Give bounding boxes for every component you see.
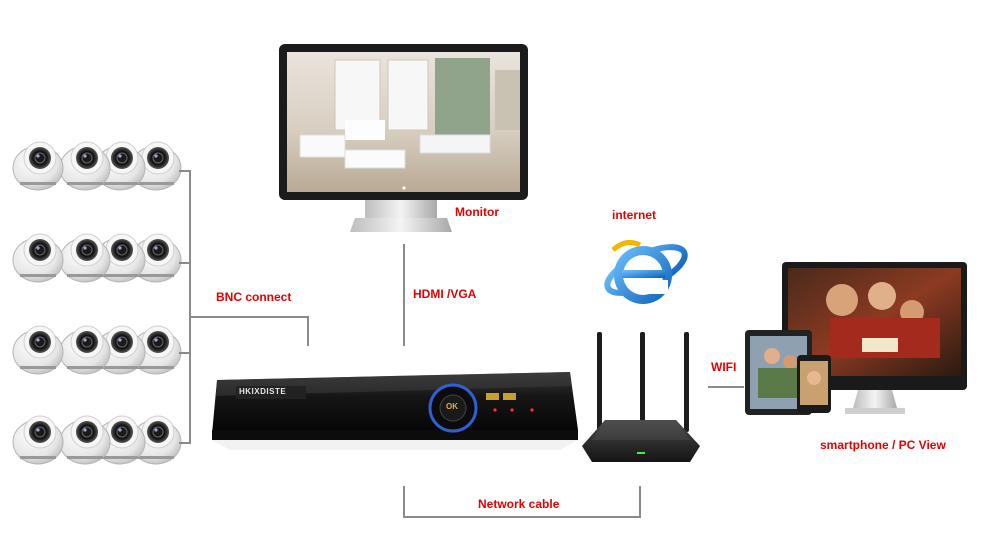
camera-dome-icon bbox=[60, 234, 110, 282]
bnc-bus-line bbox=[189, 170, 191, 444]
monitor-device bbox=[279, 44, 528, 232]
dvr-recorder bbox=[212, 372, 578, 450]
monitor-label: Monitor bbox=[455, 205, 499, 219]
bnc-label: BNC connect bbox=[216, 290, 291, 304]
remote-view-devices bbox=[745, 262, 967, 415]
wifi-router bbox=[582, 332, 700, 462]
camera-dome-icon bbox=[13, 234, 63, 282]
internet-icon bbox=[601, 238, 691, 304]
wifi-line bbox=[708, 386, 744, 388]
dvr-ok-button: OK bbox=[446, 402, 458, 411]
network-line-right bbox=[639, 486, 641, 518]
hdmi-label: HDMI /VGA bbox=[413, 287, 476, 301]
camera-array bbox=[13, 142, 181, 464]
bnc-drop-line bbox=[307, 316, 309, 346]
bnc-horizontal-line bbox=[189, 316, 309, 318]
bnc-tick-row4 bbox=[179, 442, 191, 444]
camera-dome-icon bbox=[60, 416, 110, 464]
camera-dome-icon bbox=[60, 326, 110, 374]
network-line-bottom bbox=[403, 516, 641, 518]
internet-label: internet bbox=[612, 208, 656, 222]
hdmi-line bbox=[403, 244, 405, 346]
wifi-label: WIFI bbox=[711, 360, 736, 374]
network-line-left bbox=[403, 486, 405, 518]
camera-dome-icon bbox=[13, 416, 63, 464]
bnc-tick-row2 bbox=[179, 262, 191, 264]
view-label: smartphone / PC View bbox=[820, 438, 946, 452]
camera-dome-icon bbox=[13, 326, 63, 374]
bnc-tick-row1 bbox=[179, 170, 191, 172]
camera-dome-icon bbox=[13, 142, 63, 190]
bnc-tick-row3 bbox=[179, 352, 191, 354]
network-label: Network cable bbox=[478, 497, 559, 511]
dvr-brand-label: HKIXDISTE bbox=[239, 387, 286, 396]
camera-dome-icon bbox=[60, 142, 110, 190]
